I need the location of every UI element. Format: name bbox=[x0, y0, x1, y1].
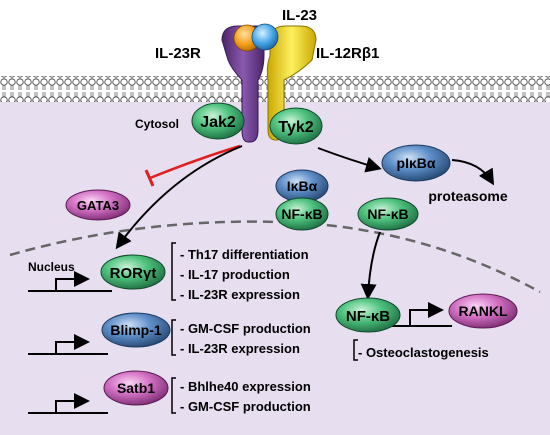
satb1-label: Satb1 bbox=[117, 380, 155, 396]
nfkb-free-label: NF-κB bbox=[367, 206, 408, 222]
blimp1-promoter bbox=[28, 334, 108, 355]
arrow-to-rorgt bbox=[115, 145, 243, 250]
nfkb-effect-1: - Osteoclastogenesis bbox=[358, 345, 489, 360]
nfkb-effects-bracket bbox=[353, 339, 358, 361]
gata3-node bbox=[65, 189, 131, 221]
nfkb-complex-label: NF-κB bbox=[281, 206, 322, 222]
nuclear-nfkb-node bbox=[335, 297, 401, 333]
rorgt-effect-3: - IL-23R expression bbox=[180, 287, 300, 302]
arrow-nfkb-nuclear bbox=[360, 231, 381, 300]
il23-label: IL-23 bbox=[282, 7, 317, 24]
jak2-node bbox=[191, 102, 245, 140]
tyk2-label: Tyk2 bbox=[278, 119, 313, 136]
arrow-to-proteasome bbox=[451, 159, 495, 186]
satb1-effect-2: - GM-CSF production bbox=[180, 399, 311, 414]
cytosol-region bbox=[0, 100, 550, 435]
cytosol-label: Cytosol bbox=[135, 117, 179, 131]
blimp1-effect-2: - IL-23R expression bbox=[180, 341, 300, 356]
nucleus-label: Nucleus bbox=[28, 260, 75, 274]
rorgt-label: RORγt bbox=[110, 265, 157, 282]
nfkb-complex-node bbox=[275, 197, 329, 231]
satb1-node bbox=[103, 370, 169, 406]
il12rb1-label: IL-12Rβ1 bbox=[316, 45, 379, 62]
gata3-inhibition-bar bbox=[144, 169, 155, 187]
rorgt-node bbox=[100, 254, 166, 290]
ikba-label: IκBα bbox=[287, 178, 318, 194]
rankl-label: RANKL bbox=[459, 303, 508, 319]
nuclear-nfkb-label: NF-κB bbox=[346, 308, 390, 325]
rorgt-promoter bbox=[28, 271, 112, 292]
pikba-node bbox=[381, 144, 451, 182]
blimp1-node bbox=[101, 312, 171, 348]
rorgt-effect-1: - Th17 differentiation bbox=[180, 247, 309, 262]
il23-subunit-blue bbox=[251, 23, 279, 51]
tyk2-node bbox=[269, 107, 323, 145]
blimp1-label: Blimp-1 bbox=[110, 322, 162, 338]
rorgt-effect-2: - IL-17 production bbox=[180, 267, 290, 282]
nfkb-free-node bbox=[357, 197, 419, 231]
jak2-label: Jak2 bbox=[200, 114, 236, 131]
arrow-to-pikba bbox=[317, 147, 382, 173]
gata3-label: GATA3 bbox=[77, 198, 119, 213]
satb1-effects-bracket bbox=[171, 377, 176, 414]
blimp1-effect-1: - GM-CSF production bbox=[180, 321, 311, 336]
rorgt-effects-bracket bbox=[171, 242, 176, 301]
il23r-label: IL-23R bbox=[155, 45, 201, 62]
gata3-inhibition-line bbox=[149, 144, 241, 180]
satb1-effect-1: - Bhlhe40 expression bbox=[180, 379, 311, 394]
pikba-label: pIκBα bbox=[397, 155, 436, 171]
rankl-node bbox=[448, 293, 518, 329]
satb1-promoter bbox=[28, 393, 108, 414]
blimp1-effects-bracket bbox=[171, 319, 176, 356]
proteasome-label: proteasome bbox=[428, 188, 508, 204]
